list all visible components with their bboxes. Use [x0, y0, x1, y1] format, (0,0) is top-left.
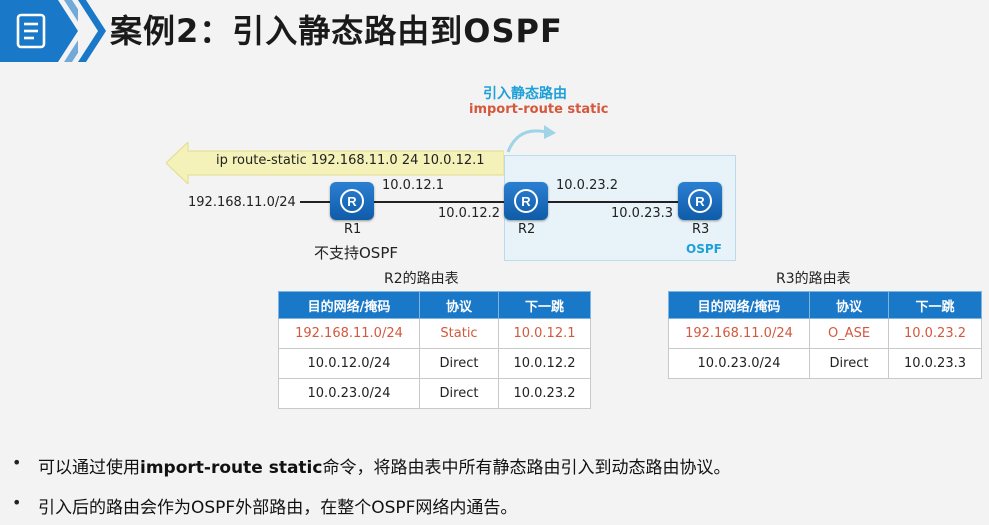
ip-r2-w: 10.0.12.2 — [438, 206, 501, 221]
r2-routing-table: 目的网络/掩码 协议 下一跳 192.168.11.0/24 Static 10… — [278, 291, 591, 409]
table-cell: O_ASE — [809, 318, 889, 349]
table-cell: 10.0.12.0/24 — [278, 348, 420, 379]
router-r1-label: R1 — [344, 222, 362, 237]
column-header: 目的网络/掩码 — [278, 291, 420, 319]
table-cell: Direct — [809, 348, 889, 379]
svg-text:R: R — [695, 194, 705, 209]
column-header: 下一跳 — [498, 291, 591, 319]
ospf-area-label: OSPF — [686, 242, 722, 256]
table-cell: 10.0.23.0/24 — [668, 348, 810, 379]
r3-table-title: R3的路由表 — [776, 271, 851, 287]
document-icon — [16, 13, 46, 49]
static-route-arrow — [166, 142, 504, 184]
table-cell: 10.0.23.2 — [888, 318, 982, 349]
router-r2-label: R2 — [518, 222, 536, 237]
table-cell: 192.168.11.0/24 — [278, 318, 420, 349]
bullet-1: 可以通过使用import-route static命令，将路由表中所有静态路由引… — [38, 453, 730, 478]
router-r1-icon: R — [330, 182, 374, 220]
router-r3-label: R3 — [692, 222, 710, 237]
router-r2-icon: R — [504, 182, 548, 220]
column-header: 目的网络/掩码 — [668, 291, 810, 319]
table-row: 10.0.12.0/24 Direct 10.0.12.2 — [278, 348, 591, 379]
table-cell: 10.0.12.1 — [498, 318, 591, 349]
link-r1-r2 — [374, 201, 504, 203]
table-cell: 10.0.23.2 — [498, 378, 591, 409]
table-cell: 10.0.23.0/24 — [278, 378, 420, 409]
bullet-1-pre: 可以通过使用 — [38, 458, 140, 478]
header-chevron — [78, 0, 106, 62]
column-header: 下一跳 — [888, 291, 982, 319]
network-192-label: 192.168.11.0/24 — [188, 195, 296, 210]
static-route-command: ip route-static 192.168.11.0 24 10.0.12.… — [216, 153, 485, 168]
import-label: 引入静态路由 — [483, 86, 567, 102]
page-title: 案例2：引入静态路由到OSPF — [110, 12, 563, 50]
table-header-row: 目的网络/掩码 协议 下一跳 — [668, 291, 982, 319]
bullet-dot: • — [12, 493, 22, 512]
r1-note: 不支持OSPF — [314, 244, 399, 262]
router-r3-icon: R — [678, 182, 722, 220]
ip-r2-e: 10.0.23.2 — [556, 178, 619, 193]
link-r2-r3 — [548, 201, 678, 203]
column-header: 协议 — [809, 291, 889, 319]
bullet-1-bold: import-route static — [140, 458, 323, 478]
curved-arrow-icon — [506, 125, 556, 153]
slide-header: 案例2：引入静态路由到OSPF — [0, 0, 989, 62]
import-command-label: import-route static — [469, 102, 609, 117]
table-cell: Direct — [419, 378, 499, 409]
table-cell: 192.168.11.0/24 — [668, 318, 810, 349]
table-row: 10.0.23.0/24 Direct 10.0.23.2 — [278, 378, 591, 409]
table-cell: Direct — [419, 348, 499, 379]
bullet-dot: • — [12, 453, 22, 472]
bullet-2-pre: 引入后的路由会作为OSPF外部路由，在整个OSPF网络内通告。 — [38, 498, 518, 518]
svg-text:R: R — [347, 194, 357, 209]
bullet-1-post: 命令，将路由表中所有静态路由引入到动态路由协议。 — [322, 458, 731, 478]
table-cell: 10.0.23.3 — [888, 348, 982, 379]
table-cell: Static — [419, 318, 499, 349]
svg-text:R: R — [521, 194, 531, 209]
table-row: 192.168.11.0/24 O_ASE 10.0.23.2 — [668, 318, 982, 349]
table-header-row: 目的网络/掩码 协议 下一跳 — [278, 291, 591, 319]
r3-routing-table: 目的网络/掩码 协议 下一跳 192.168.11.0/24 O_ASE 10.… — [668, 291, 982, 379]
column-header: 协议 — [419, 291, 499, 319]
r2-table-title: R2的路由表 — [384, 271, 459, 287]
table-row: 10.0.23.0/24 Direct 10.0.23.3 — [668, 348, 982, 379]
ip-r3-w: 10.0.23.3 — [611, 206, 674, 221]
table-row: 192.168.11.0/24 Static 10.0.12.1 — [278, 318, 591, 349]
link-network-r1 — [300, 201, 330, 203]
ip-r1-e: 10.0.12.1 — [382, 178, 445, 193]
table-cell: 10.0.12.2 — [498, 348, 591, 379]
bullet-2: 引入后的路由会作为OSPF外部路由，在整个OSPF网络内通告。 — [38, 493, 517, 518]
